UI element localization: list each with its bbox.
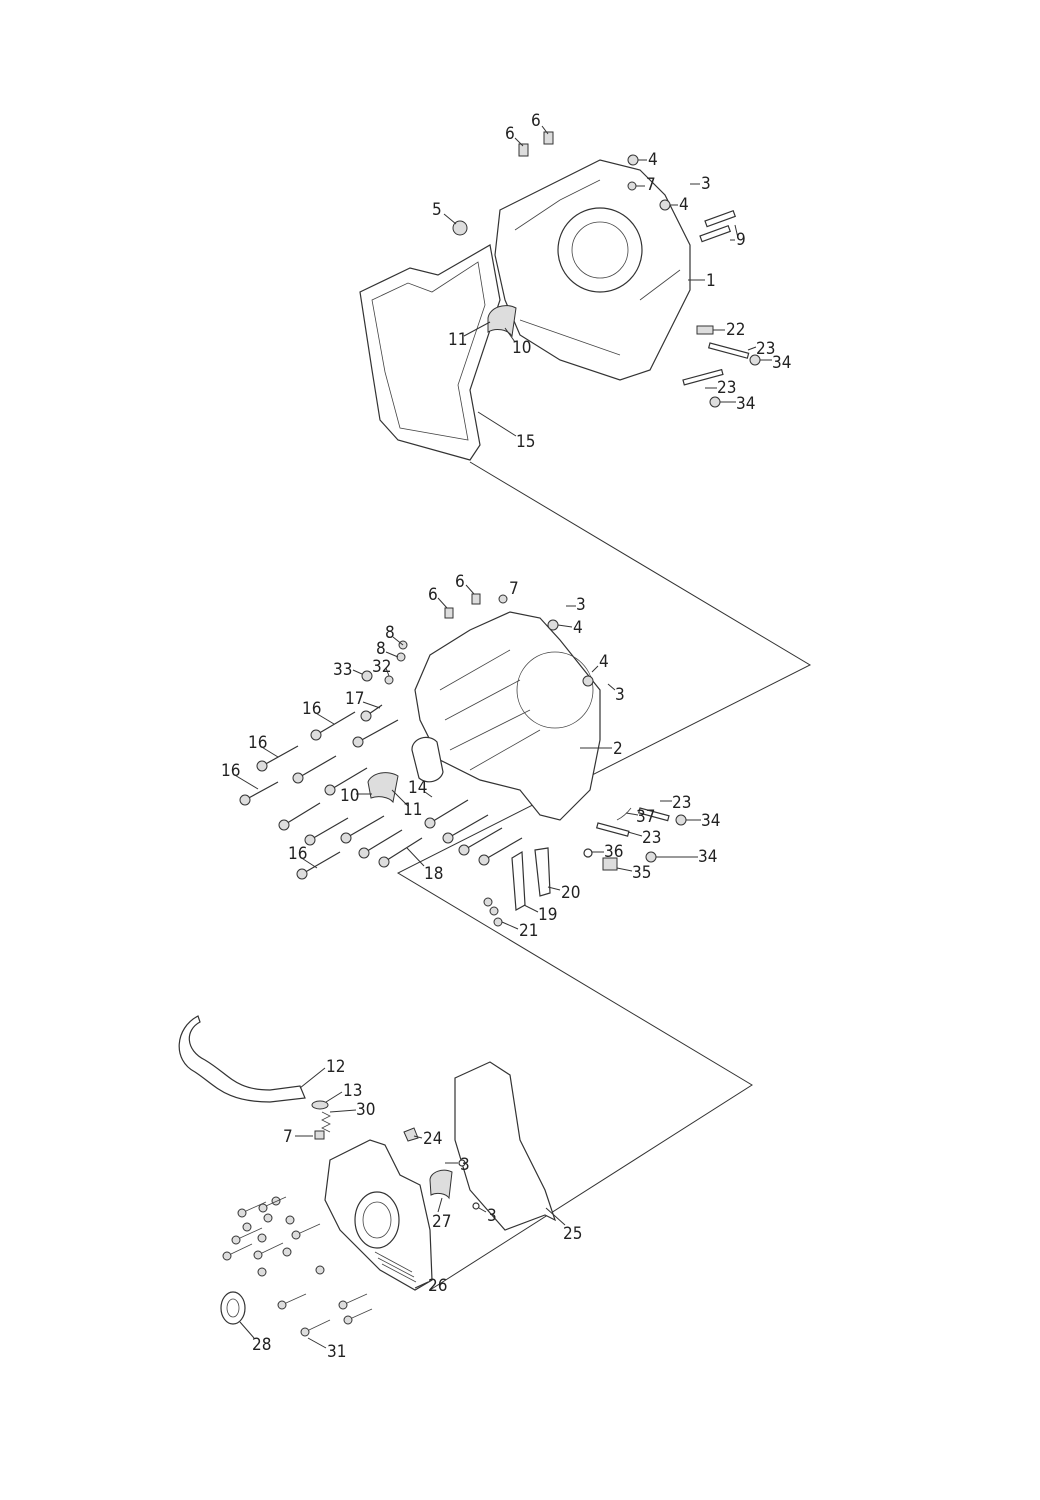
- callout-23: 23: [642, 828, 661, 848]
- bearing-shell-10: [367, 772, 399, 804]
- callout-7: 7: [283, 1127, 293, 1147]
- breather-hose-12: [178, 1015, 306, 1103]
- callout-32: 32: [372, 657, 391, 677]
- dowel-6: [543, 131, 554, 145]
- callout-34: 34: [736, 394, 755, 414]
- gasket-15: [359, 244, 501, 461]
- callout-16: 16: [288, 844, 307, 864]
- callout-8: 8: [376, 639, 386, 659]
- callout-34: 34: [698, 847, 717, 867]
- crankcase-cover-assembly: [178, 1015, 557, 1337]
- top-callouts: 6 6 4 7 3 5 4 9 1 11 10 22 23 34 23 34 1…: [432, 111, 791, 452]
- callout-18: 18: [424, 864, 443, 884]
- callout-16: 16: [221, 761, 240, 781]
- callout-28: 28: [252, 1335, 271, 1355]
- callout-7: 7: [646, 175, 656, 195]
- bolt-set-31: [222, 1196, 373, 1337]
- callout-19: 19: [538, 905, 557, 925]
- callout-4: 4: [573, 618, 583, 638]
- callout-12: 12: [326, 1057, 345, 1077]
- gasket-25: [454, 1061, 557, 1231]
- callout-25: 25: [563, 1224, 582, 1244]
- callout-31: 31: [327, 1342, 346, 1362]
- callout-10: 10: [340, 786, 359, 806]
- bracket-19: [511, 850, 526, 911]
- callout-34: 34: [701, 811, 720, 831]
- callout-20: 20: [561, 883, 580, 903]
- callout-22: 22: [726, 320, 745, 340]
- callout-34: 34: [772, 353, 791, 373]
- callout-3: 3: [701, 174, 711, 194]
- callout-11: 11: [448, 330, 467, 350]
- callout-21: 21: [519, 921, 538, 941]
- callout-23: 23: [717, 378, 736, 398]
- callout-4: 4: [599, 652, 609, 672]
- callout-6: 6: [505, 124, 515, 144]
- crankcase-half-2: [414, 611, 601, 821]
- callout-15: 15: [516, 432, 535, 452]
- callout-35: 35: [632, 863, 651, 883]
- callout-37: 37: [636, 807, 655, 827]
- callout-6: 6: [531, 111, 541, 131]
- callout-3: 3: [576, 595, 586, 615]
- callout-6: 6: [428, 585, 438, 605]
- callout-23: 23: [672, 793, 691, 813]
- bearing-shell-10: [487, 305, 517, 338]
- crankcase-left-assembly: [359, 131, 761, 461]
- plate-20: [534, 847, 551, 897]
- callout-9: 9: [736, 230, 746, 250]
- callout-23: 23: [756, 339, 775, 359]
- callout-4: 4: [648, 150, 658, 170]
- callout-17: 17: [345, 689, 364, 709]
- callout-33: 33: [333, 660, 352, 680]
- callout-3: 3: [615, 685, 625, 705]
- assembly-connector-line: [396, 461, 812, 1291]
- bolt-set-16-18: [239, 704, 523, 880]
- callout-30: 30: [356, 1100, 375, 1120]
- callout-3: 3: [487, 1206, 497, 1226]
- callout-24: 24: [423, 1129, 442, 1149]
- middle-callouts: 6 6 7 3 4 8 8 33 32 4 3 16 17 16 2 16 10…: [221, 572, 720, 941]
- spring-clip-37: [616, 807, 632, 821]
- callout-16: 16: [248, 733, 267, 753]
- crankcase-right-assembly: [239, 593, 687, 927]
- bottom-callouts: 12 13 30 7 24 3 27 3 25 26 28 31: [239, 1057, 582, 1362]
- callout-7: 7: [509, 579, 519, 599]
- callout-2: 2: [613, 739, 623, 759]
- oil-seal-28: [220, 1291, 246, 1325]
- callout-26: 26: [428, 1276, 447, 1296]
- callout-27: 27: [432, 1212, 451, 1232]
- callout-16: 16: [302, 699, 321, 719]
- callout-1: 1: [706, 271, 716, 291]
- callout-14: 14: [408, 778, 427, 798]
- callout-13: 13: [343, 1081, 362, 1101]
- callout-3: 3: [460, 1155, 470, 1175]
- dowel-6: [518, 143, 529, 157]
- callout-4: 4: [679, 195, 689, 215]
- callout-6: 6: [455, 572, 465, 592]
- callout-36: 36: [604, 842, 623, 862]
- callout-10: 10: [512, 338, 531, 358]
- callout-5: 5: [432, 200, 442, 220]
- callout-11: 11: [403, 800, 422, 820]
- callout-8: 8: [385, 623, 395, 643]
